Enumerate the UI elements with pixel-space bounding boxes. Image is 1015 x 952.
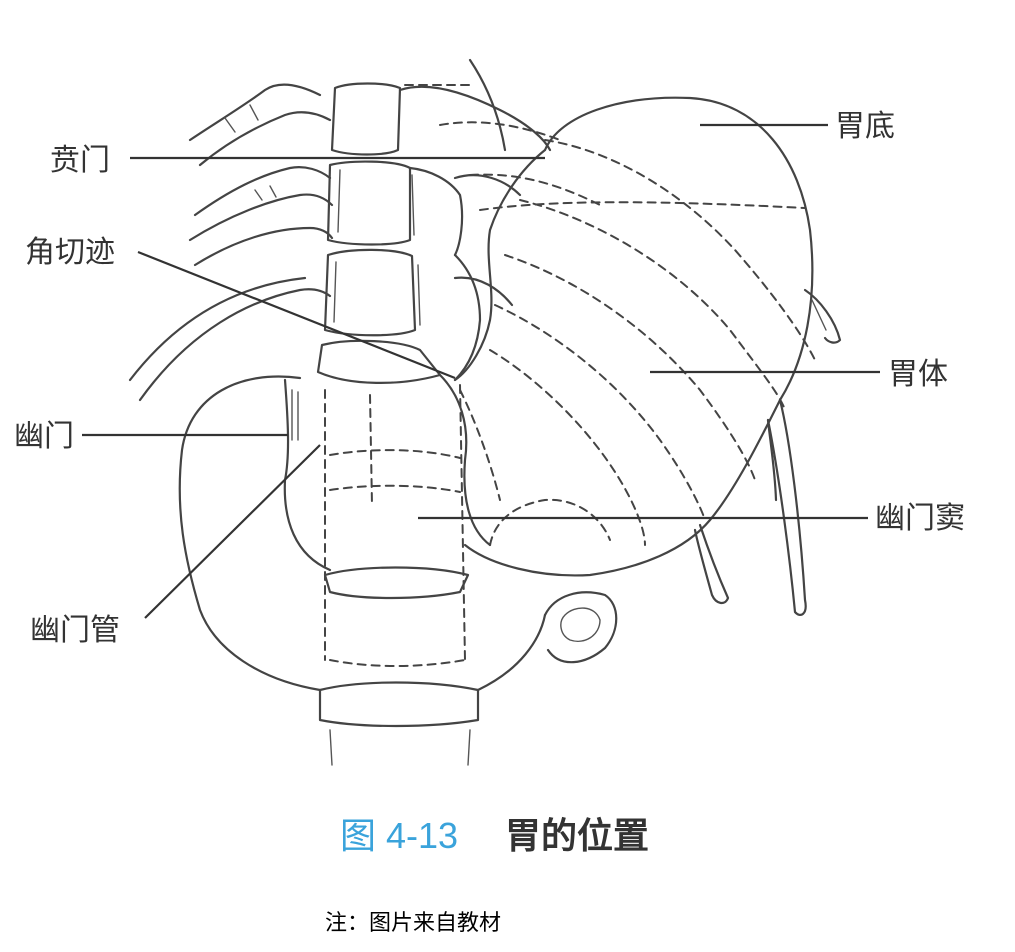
thoracic-spine <box>316 82 482 384</box>
label-fundus: 胃底 <box>835 109 895 144</box>
caption-figure-number: 图 4-13 <box>340 815 458 856</box>
left-ribs <box>128 83 334 402</box>
lower-ribs <box>693 288 842 616</box>
label-pyloric-canal: 幽门管 <box>30 613 120 648</box>
duodenum <box>178 375 618 692</box>
label-body: 胃体 <box>888 357 948 392</box>
source-note: 注：图片来自教材 <box>325 911 501 936</box>
leader-pyloric-canal <box>144 444 321 619</box>
label-cardia: 贲门 <box>50 143 110 178</box>
leader-angular-incisure <box>137 250 456 380</box>
label-angular-incisure: 角切迹 <box>25 235 115 270</box>
right-ribs <box>398 58 601 307</box>
lumbar-spine <box>318 384 480 766</box>
label-pylorus: 幽门 <box>14 419 74 454</box>
stomach <box>438 96 816 577</box>
caption-title: 胃的位置 <box>505 816 649 857</box>
leader-lines <box>82 123 880 619</box>
label-pyloric-antrum: 幽门窦 <box>875 501 965 536</box>
